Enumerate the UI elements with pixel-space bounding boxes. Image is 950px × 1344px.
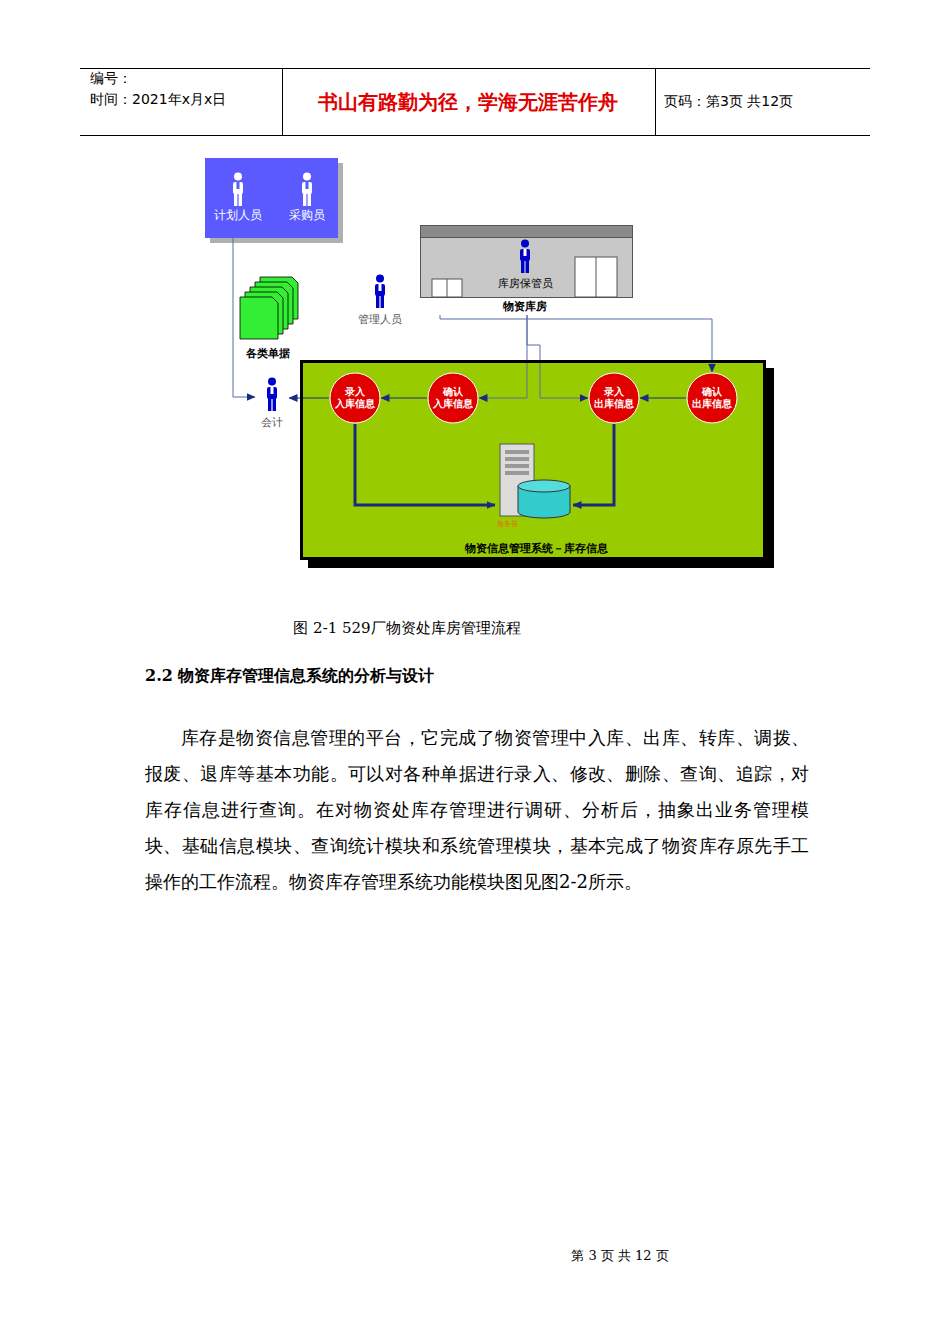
page-footer: 第 3 页 共 12 页 — [571, 1248, 668, 1264]
manager-node: 管理人员 — [350, 272, 410, 328]
body-paragraph: 库存是物资信息管理的平台，它完成了物资管理中入库、出库、转库、调拨、报废、退库等… — [145, 720, 809, 900]
header-field: 页码：第3页 共12页 — [664, 93, 793, 111]
node-label: 物资信息管理系统－库存信息 — [465, 542, 608, 555]
person-icon — [299, 172, 315, 206]
process-circle: 录入 出库信息 — [588, 372, 640, 424]
header-field: 时间：2021年x月x日 — [90, 91, 226, 109]
node-label: 服务器 — [497, 520, 518, 528]
header-motto: 书山有路勤为径，学海无涯苦作舟 — [318, 90, 618, 115]
process-circle: 录入 入库信息 — [329, 372, 381, 424]
system-ground — [300, 360, 766, 560]
flow-connector — [479, 315, 527, 398]
documents-node: 各类单据 — [236, 275, 300, 363]
person-icon — [517, 239, 533, 273]
person-icon — [230, 172, 246, 206]
header-rules — [80, 68, 870, 136]
flow-connector — [527, 315, 588, 398]
node-label: 计划人员 — [214, 208, 262, 222]
circle-label: 录入 入库信息 — [329, 386, 381, 410]
documents-stack — [236, 275, 300, 345]
staff-box: 计划人员 采购员 — [205, 158, 338, 238]
node-label: 各类单据 — [246, 347, 290, 360]
node-label: 管理人员 — [358, 313, 402, 326]
process-circle: 确认 入库信息 — [427, 372, 479, 424]
system-box: 物资信息管理系统－库存信息 录入 入库信息 确认 入库信息 录入 出库信息 确认 出库信… — [300, 360, 766, 560]
section-heading: 2.2 物资库存管理信息系统的分析与设计 — [145, 666, 434, 686]
flow-connector — [355, 424, 495, 505]
flow-connector — [440, 315, 712, 372]
node-label: 会计 — [261, 416, 283, 429]
warehouse-box: 库房保管员物资库房 — [420, 225, 633, 315]
server-node: 服务器 — [495, 440, 573, 532]
node-label: 物资库房 — [503, 300, 547, 313]
flow-connector — [573, 424, 614, 505]
circle-label: 确认 入库信息 — [427, 386, 479, 410]
process-circle: 确认 出库信息 — [686, 372, 738, 424]
header-field: 编号： — [90, 70, 132, 88]
accountant-node: 会计 — [255, 375, 289, 431]
circle-label: 录入 出库信息 — [588, 386, 640, 410]
flow-connector — [289, 398, 329, 399]
person-icon — [372, 274, 388, 308]
node-label: 库房保管员 — [498, 277, 553, 290]
person-icon — [264, 377, 280, 411]
node-label: 采购员 — [289, 208, 325, 222]
flow-connector — [381, 398, 427, 399]
server-database — [495, 440, 573, 520]
flow-connector — [640, 398, 686, 399]
figure-caption: 图 2-1 529厂物资处库房管理流程 — [293, 619, 520, 638]
circle-label: 确认 出库信息 — [686, 386, 738, 410]
